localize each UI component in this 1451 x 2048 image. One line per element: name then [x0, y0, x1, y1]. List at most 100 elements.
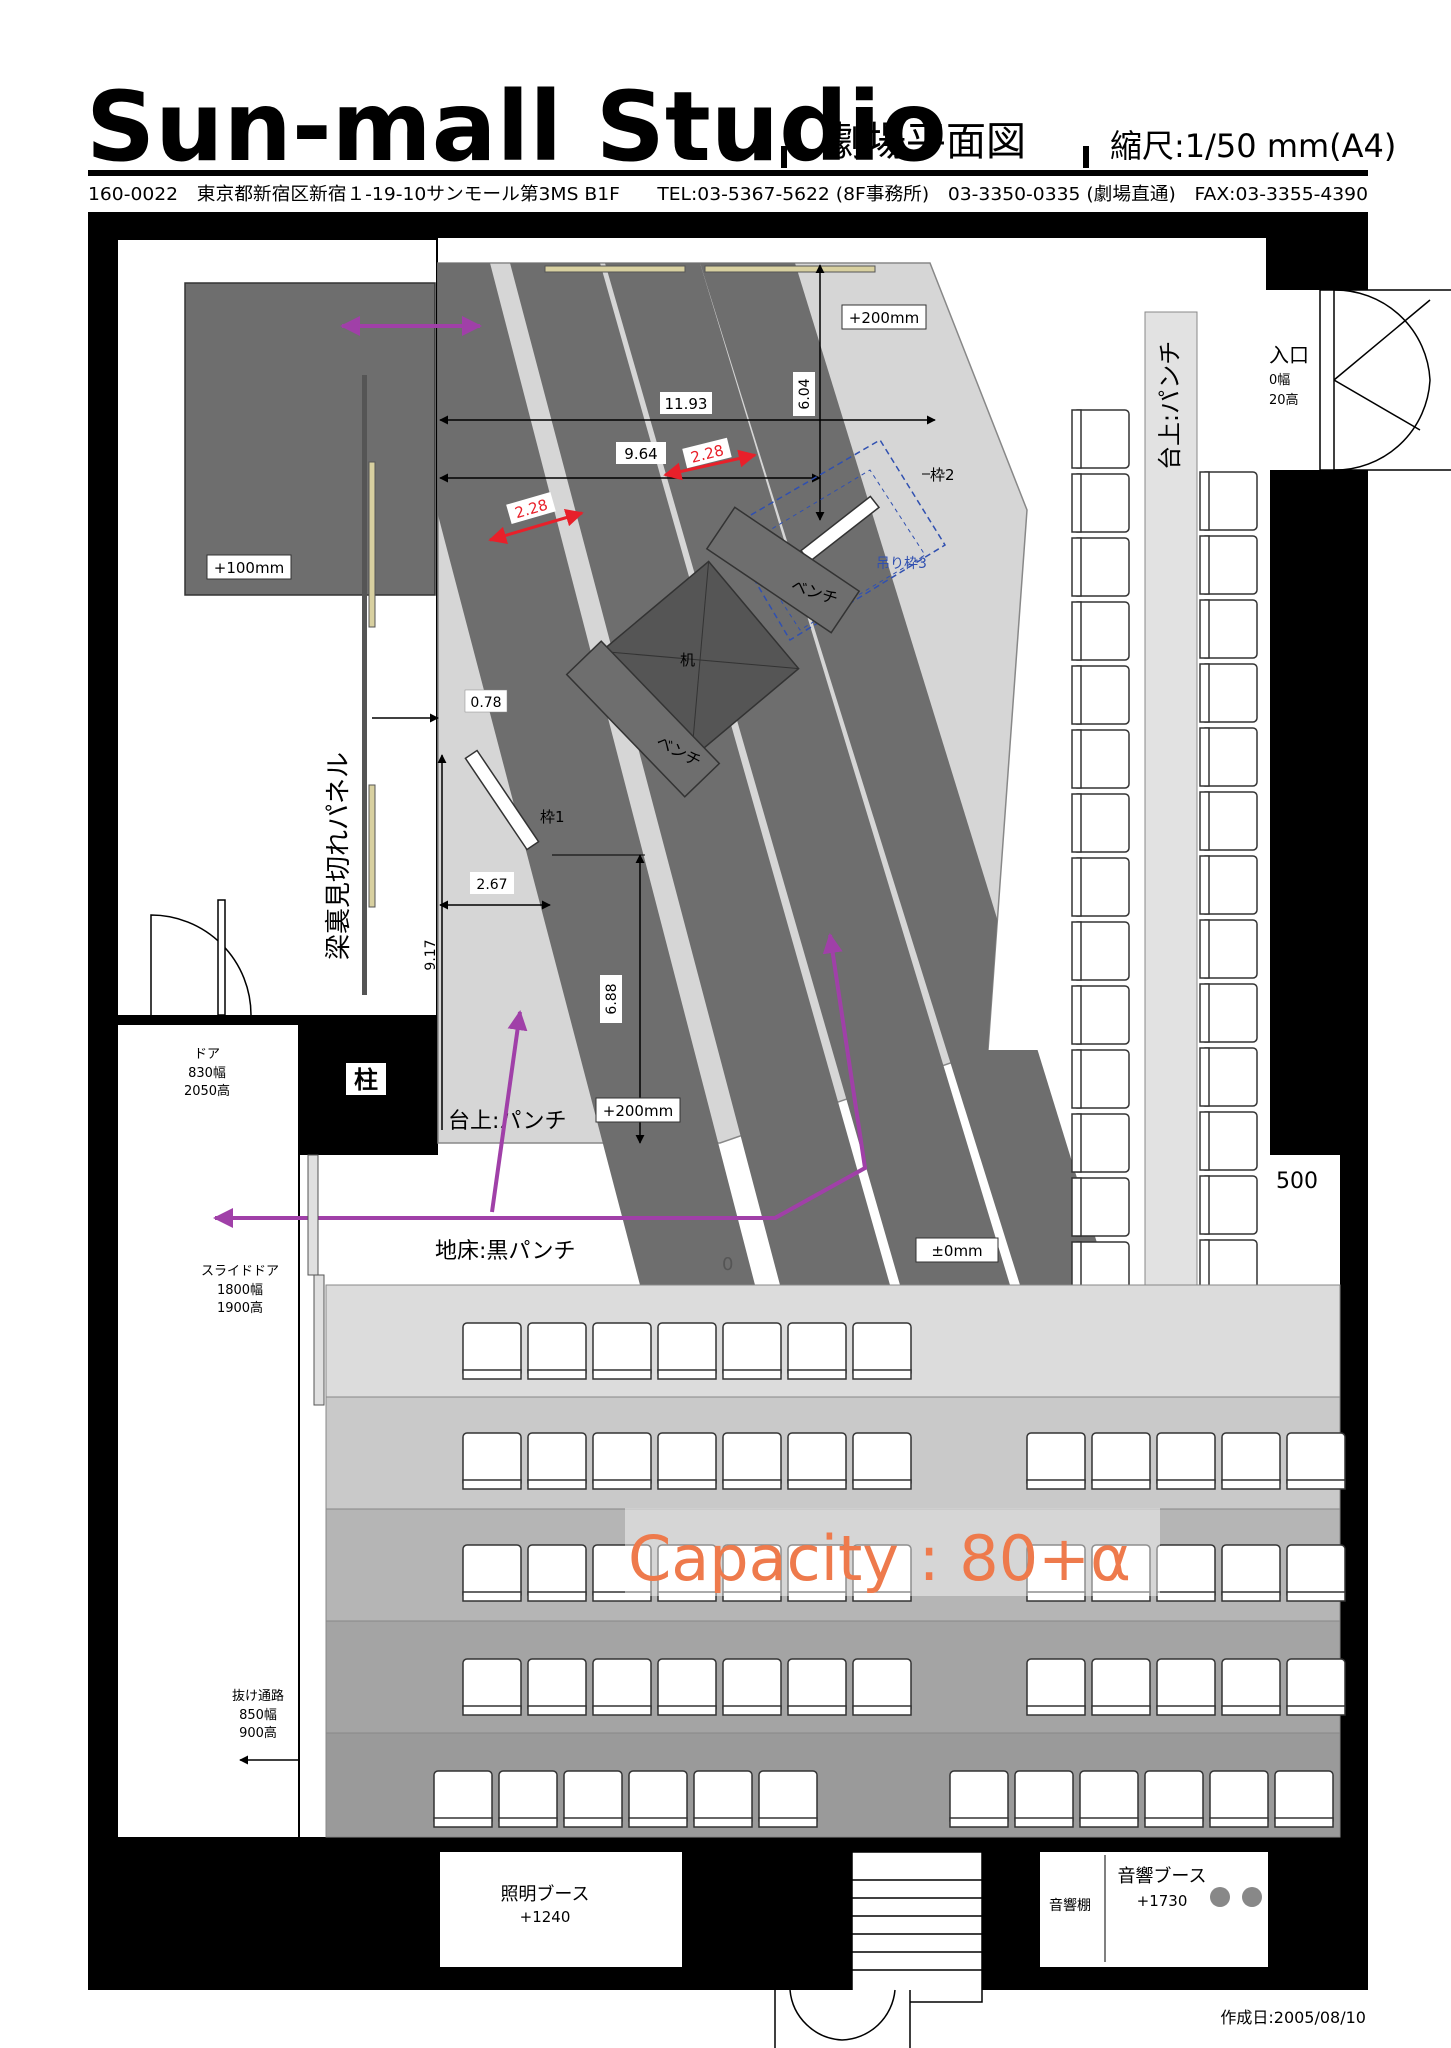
stray-zero-label: 0	[722, 1254, 733, 1275]
seat	[1286, 1544, 1346, 1602]
sound-booth-label: 音響ブース	[1117, 1865, 1206, 1887]
top-track-1	[544, 265, 686, 273]
seat	[852, 1432, 912, 1490]
seat	[1071, 537, 1130, 597]
seat	[1071, 857, 1130, 917]
created-date: 作成日:2005/08/10	[1220, 2008, 1366, 2027]
seat	[462, 1432, 522, 1490]
speaker-1	[1210, 1887, 1230, 1907]
seat	[1079, 1770, 1139, 1828]
seat	[1199, 855, 1258, 915]
seat	[1221, 1658, 1281, 1716]
frame-1-label: 枠1	[540, 808, 565, 826]
door-leaf	[217, 899, 226, 1016]
plan-subtitle: 劇場平面図	[826, 119, 1026, 165]
title-bracket-1	[781, 146, 787, 168]
dim-964-label: 9.64	[624, 445, 657, 463]
top-track-2	[704, 265, 876, 273]
seat	[1199, 727, 1258, 787]
seat	[722, 1322, 782, 1380]
page-title: Sun-mall Studio	[86, 71, 947, 183]
backstage-platform	[184, 282, 436, 596]
seat	[1199, 471, 1258, 531]
seat	[657, 1322, 717, 1380]
seat	[1014, 1770, 1074, 1828]
seat	[1156, 1432, 1216, 1490]
seat	[1071, 793, 1130, 853]
seat	[949, 1770, 1009, 1828]
seat	[1071, 1049, 1130, 1109]
right-platform-strip	[1144, 311, 1198, 1288]
seat	[1091, 1432, 1151, 1490]
plus200-top-label: +200mm	[849, 309, 919, 327]
masking-panel-rail	[362, 375, 367, 995]
floor-label: 地床:黒パンチ	[435, 1239, 576, 1264]
seat	[592, 1432, 652, 1490]
frame-2-label: 枠2	[930, 466, 955, 484]
seat	[1071, 601, 1130, 661]
bottom-exit-opening	[775, 1990, 910, 2048]
seat	[1026, 1658, 1086, 1716]
lighting-booth-label: 照明ブース	[500, 1883, 589, 1905]
passage-height: 900高	[239, 1725, 277, 1741]
seat	[527, 1322, 587, 1380]
seat	[758, 1770, 818, 1828]
seat	[1156, 1658, 1216, 1716]
seat	[1156, 1544, 1216, 1602]
seat	[1286, 1658, 1346, 1716]
hanging-frame-3	[723, 438, 947, 642]
dim-228b-line	[663, 449, 757, 481]
seat	[498, 1770, 558, 1828]
speaker-2	[1242, 1887, 1262, 1907]
entrance-label: 入口	[1269, 343, 1309, 367]
dim-604-label: 6.04	[797, 378, 813, 409]
slide-door-panel-2	[313, 1274, 325, 1406]
sound-booth-height: +1730	[1137, 1892, 1188, 1910]
sound-booth	[1040, 1852, 1268, 1967]
pm0-label: ±0mm	[931, 1242, 982, 1260]
seat	[592, 1322, 652, 1380]
entry-path-2	[213, 933, 868, 1228]
address-line: 160-0022 東京都新宿区新宿１-19-10サンモール第3MS B1F TE…	[88, 184, 1368, 205]
dim-1193-tag	[660, 392, 712, 414]
desk-diagonal-2	[690, 561, 710, 759]
entrance-door-frame	[1319, 289, 1335, 471]
bench-upper	[705, 506, 861, 634]
entrance-door-swing-upper	[1333, 289, 1431, 381]
stairway	[851, 1851, 983, 2003]
dim-078-label: 0.78	[470, 695, 501, 711]
dim-1193-label: 11.93	[665, 395, 708, 413]
dim-228b-tag	[682, 437, 732, 469]
lighting-booth	[440, 1852, 682, 1967]
passage-width: 850幅	[239, 1708, 277, 1723]
dim-917-label: 9.17	[423, 939, 439, 970]
door-width: 830幅	[188, 1066, 226, 1081]
title-bracket-2	[1083, 146, 1089, 168]
entrance-width: 0幅	[1269, 373, 1290, 388]
hanging-frame-3-label: 吊り枠3	[876, 556, 927, 572]
capacity-label: Capacity : 80+α	[628, 1522, 1131, 1595]
stair-steps	[852, 1879, 982, 1971]
seat	[1199, 535, 1258, 595]
plus200-bottom-label: +200mm	[603, 1102, 673, 1120]
bottom-exit-swing	[774, 1989, 911, 2048]
seat	[722, 1432, 782, 1490]
seat	[787, 1432, 847, 1490]
seat	[1071, 729, 1130, 789]
sound-shelf-label: 音響棚	[1049, 1897, 1091, 1914]
plus100-tag	[206, 554, 292, 580]
seat	[722, 1658, 782, 1716]
seat	[852, 1322, 912, 1380]
seat	[1221, 1544, 1281, 1602]
seat	[527, 1432, 587, 1490]
seat	[1071, 665, 1130, 725]
slide-door-panel-1	[307, 1154, 319, 1276]
seat	[1199, 663, 1258, 723]
scale-label: 縮尺:1/50 mm(A4)	[1110, 127, 1396, 165]
dim-228a-tag	[506, 492, 556, 524]
door-label: ドア	[194, 1047, 220, 1062]
seat	[657, 1432, 717, 1490]
plus100-label: +100mm	[214, 559, 284, 577]
seat	[1274, 1770, 1334, 1828]
